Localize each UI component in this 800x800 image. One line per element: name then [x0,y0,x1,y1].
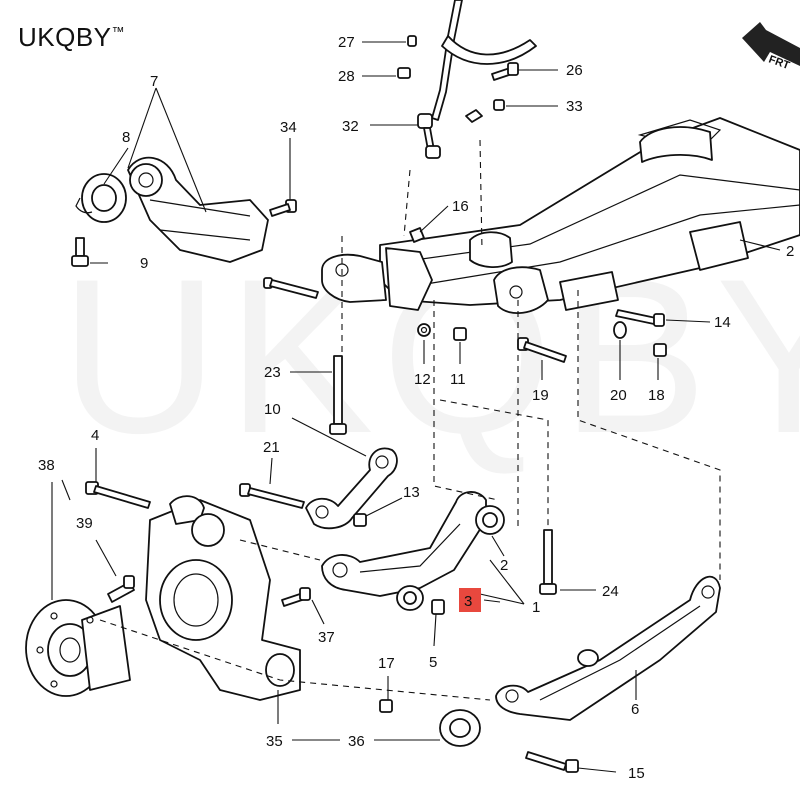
front-arrow-icon: FRT [742,22,800,72]
brand-name: UKQBY [18,22,112,52]
callout-38: 38 [38,457,55,474]
brand-logo: UKQBY™ [18,22,125,53]
bolt-21-icon [239,483,305,509]
callout-17: 17 [378,655,395,672]
bolt-39-icon [107,575,135,603]
nut-17-icon [379,699,393,713]
callout-35: 35 [266,733,283,750]
lower-spring-arm-6 [495,575,721,721]
rear-subframe [321,117,800,314]
nut-13-icon [353,513,367,527]
steering-knuckle-35 [145,495,301,701]
callout-32: 32 [342,118,359,135]
bolt-26-icon [491,62,519,81]
callout-11: 11 [450,371,466,388]
callout-24: 24 [602,583,619,600]
callout-7: 7 [150,73,158,90]
bolt-15-icon [525,751,579,773]
stabilizer-link [417,109,483,159]
washer-20-icon [613,321,627,339]
bolt-27-icon [407,35,417,47]
callout-20: 20 [610,387,627,404]
callout-23: 23 [264,364,281,381]
bolt-24-icon [539,529,557,595]
lower-control-arm-1 [321,491,487,597]
callout-36: 36 [348,733,365,750]
nut-11-icon [453,327,467,341]
callout-3: 3 [464,593,472,610]
bushing-8 [75,173,127,223]
highlight-marker [459,588,481,612]
bolt-4-icon [85,481,151,509]
callout-26: 26 [566,62,583,79]
nut-18-icon [653,343,667,357]
callout-33: 33 [566,98,583,115]
bushing-36 [439,709,481,747]
callout-28: 28 [338,68,355,85]
bushing-2 [475,505,505,535]
callout-19: 19 [532,387,549,404]
callout-15: 15 [628,765,645,782]
bolt-23-icon [329,355,347,435]
bolt-19-icon [517,337,567,363]
bolt-14-icon [615,309,665,327]
callout-34: 34 [280,119,297,136]
bolt-37-icon [281,587,311,607]
callout-1: 1 [532,599,540,616]
bolt-34-icon [269,199,297,217]
leader-lines [51,41,781,773]
wheel-hub-38 [25,599,131,697]
callout-4: 4 [91,427,99,444]
callout-8: 8 [122,129,130,146]
callout-37: 37 [318,629,335,646]
nut-5-icon [431,599,445,615]
brand-trademark: ™ [111,24,126,39]
callout-39: 39 [76,515,93,532]
callout-2: 2 [500,557,508,574]
callout-labels: 1 2 3 4 5 6 7 8 9 10 11 12 13 14 15 16 1… [38,34,794,782]
bolt-22-icon [263,277,319,299]
stabilizer-bar [431,0,537,121]
callout-18: 18 [648,387,665,404]
callout-12: 12 [414,371,431,388]
assembly-guide-lines [99,139,721,701]
upper-link-10 [305,447,398,530]
callout-5: 5 [429,654,437,671]
bolt-9-icon [71,237,89,267]
nut-33-icon [493,99,505,111]
callout-6: 6 [631,701,639,718]
callout-27: 27 [338,34,355,51]
callout-16: 16 [452,198,469,215]
callout-9: 9 [140,255,148,272]
trailing-arm [127,156,269,263]
nut-28-icon [397,67,411,79]
bushing-3 [396,585,424,611]
callout-21: 21 [263,439,280,456]
callout-13: 13 [403,484,420,501]
callout-22: 2 [786,243,794,260]
callout-10: 10 [264,401,281,418]
callout-14: 14 [714,314,731,331]
washer-12-icon [417,323,431,337]
